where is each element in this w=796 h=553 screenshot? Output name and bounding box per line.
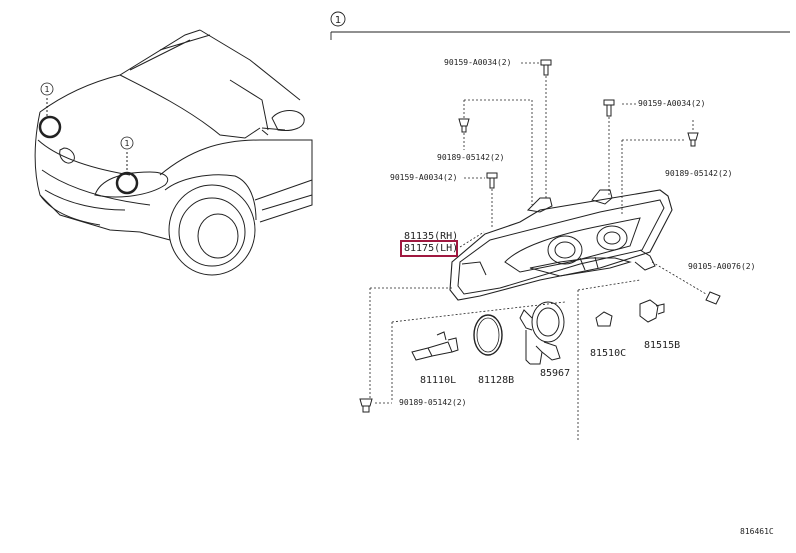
headlamp-assembly bbox=[449, 189, 673, 301]
headlamp-marker-right bbox=[115, 171, 139, 195]
label-clip-left: 90189-05142(2) bbox=[437, 153, 505, 162]
label-screw-right: 90105-A0076(2) bbox=[688, 262, 756, 271]
side-socket-81515B bbox=[639, 299, 665, 323]
vehicle-sketch bbox=[34, 29, 313, 276]
side-bulb-81510C bbox=[595, 311, 613, 327]
clip-right bbox=[687, 132, 699, 147]
oring-81128B bbox=[473, 314, 503, 356]
label-lh-part: 81175(LH) bbox=[404, 243, 459, 254]
label-oring: 81128B bbox=[478, 375, 515, 386]
label-socket: 85967 bbox=[540, 368, 571, 379]
label-rh-part: 81135(RH) bbox=[404, 231, 459, 242]
callout-circle bbox=[330, 11, 346, 27]
screw-right bbox=[705, 291, 721, 305]
clip-bottom bbox=[359, 398, 373, 413]
headlamp-marker-left bbox=[38, 115, 62, 139]
label-bolt-right: 90159-A0034(2) bbox=[638, 99, 706, 108]
lh-part-highlight bbox=[400, 240, 458, 257]
socket-85967 bbox=[519, 301, 565, 365]
label-side-bulb: 81510C bbox=[590, 348, 627, 359]
label-bolt-top: 90159-A0034(2) bbox=[444, 58, 512, 67]
label-bolt-mid: 90159-A0034(2) bbox=[390, 173, 458, 182]
bolt-right bbox=[603, 99, 615, 117]
label-side-socket: 81515B bbox=[644, 340, 681, 351]
callout-number-left: 1 bbox=[44, 85, 49, 94]
label-clip-bottom: 90189-05142(2) bbox=[399, 398, 467, 407]
callout-number-right: 1 bbox=[124, 139, 129, 148]
bulb-81110L bbox=[411, 331, 459, 361]
reference-code: 816461C bbox=[740, 527, 774, 536]
label-clip-right: 90189-05142(2) bbox=[665, 169, 733, 178]
bolt-mid bbox=[486, 172, 498, 189]
bolt-top bbox=[540, 59, 552, 76]
label-bulb: 81110L bbox=[420, 375, 457, 386]
clip-left bbox=[458, 118, 470, 133]
callout-number-top: 1 bbox=[335, 15, 341, 26]
